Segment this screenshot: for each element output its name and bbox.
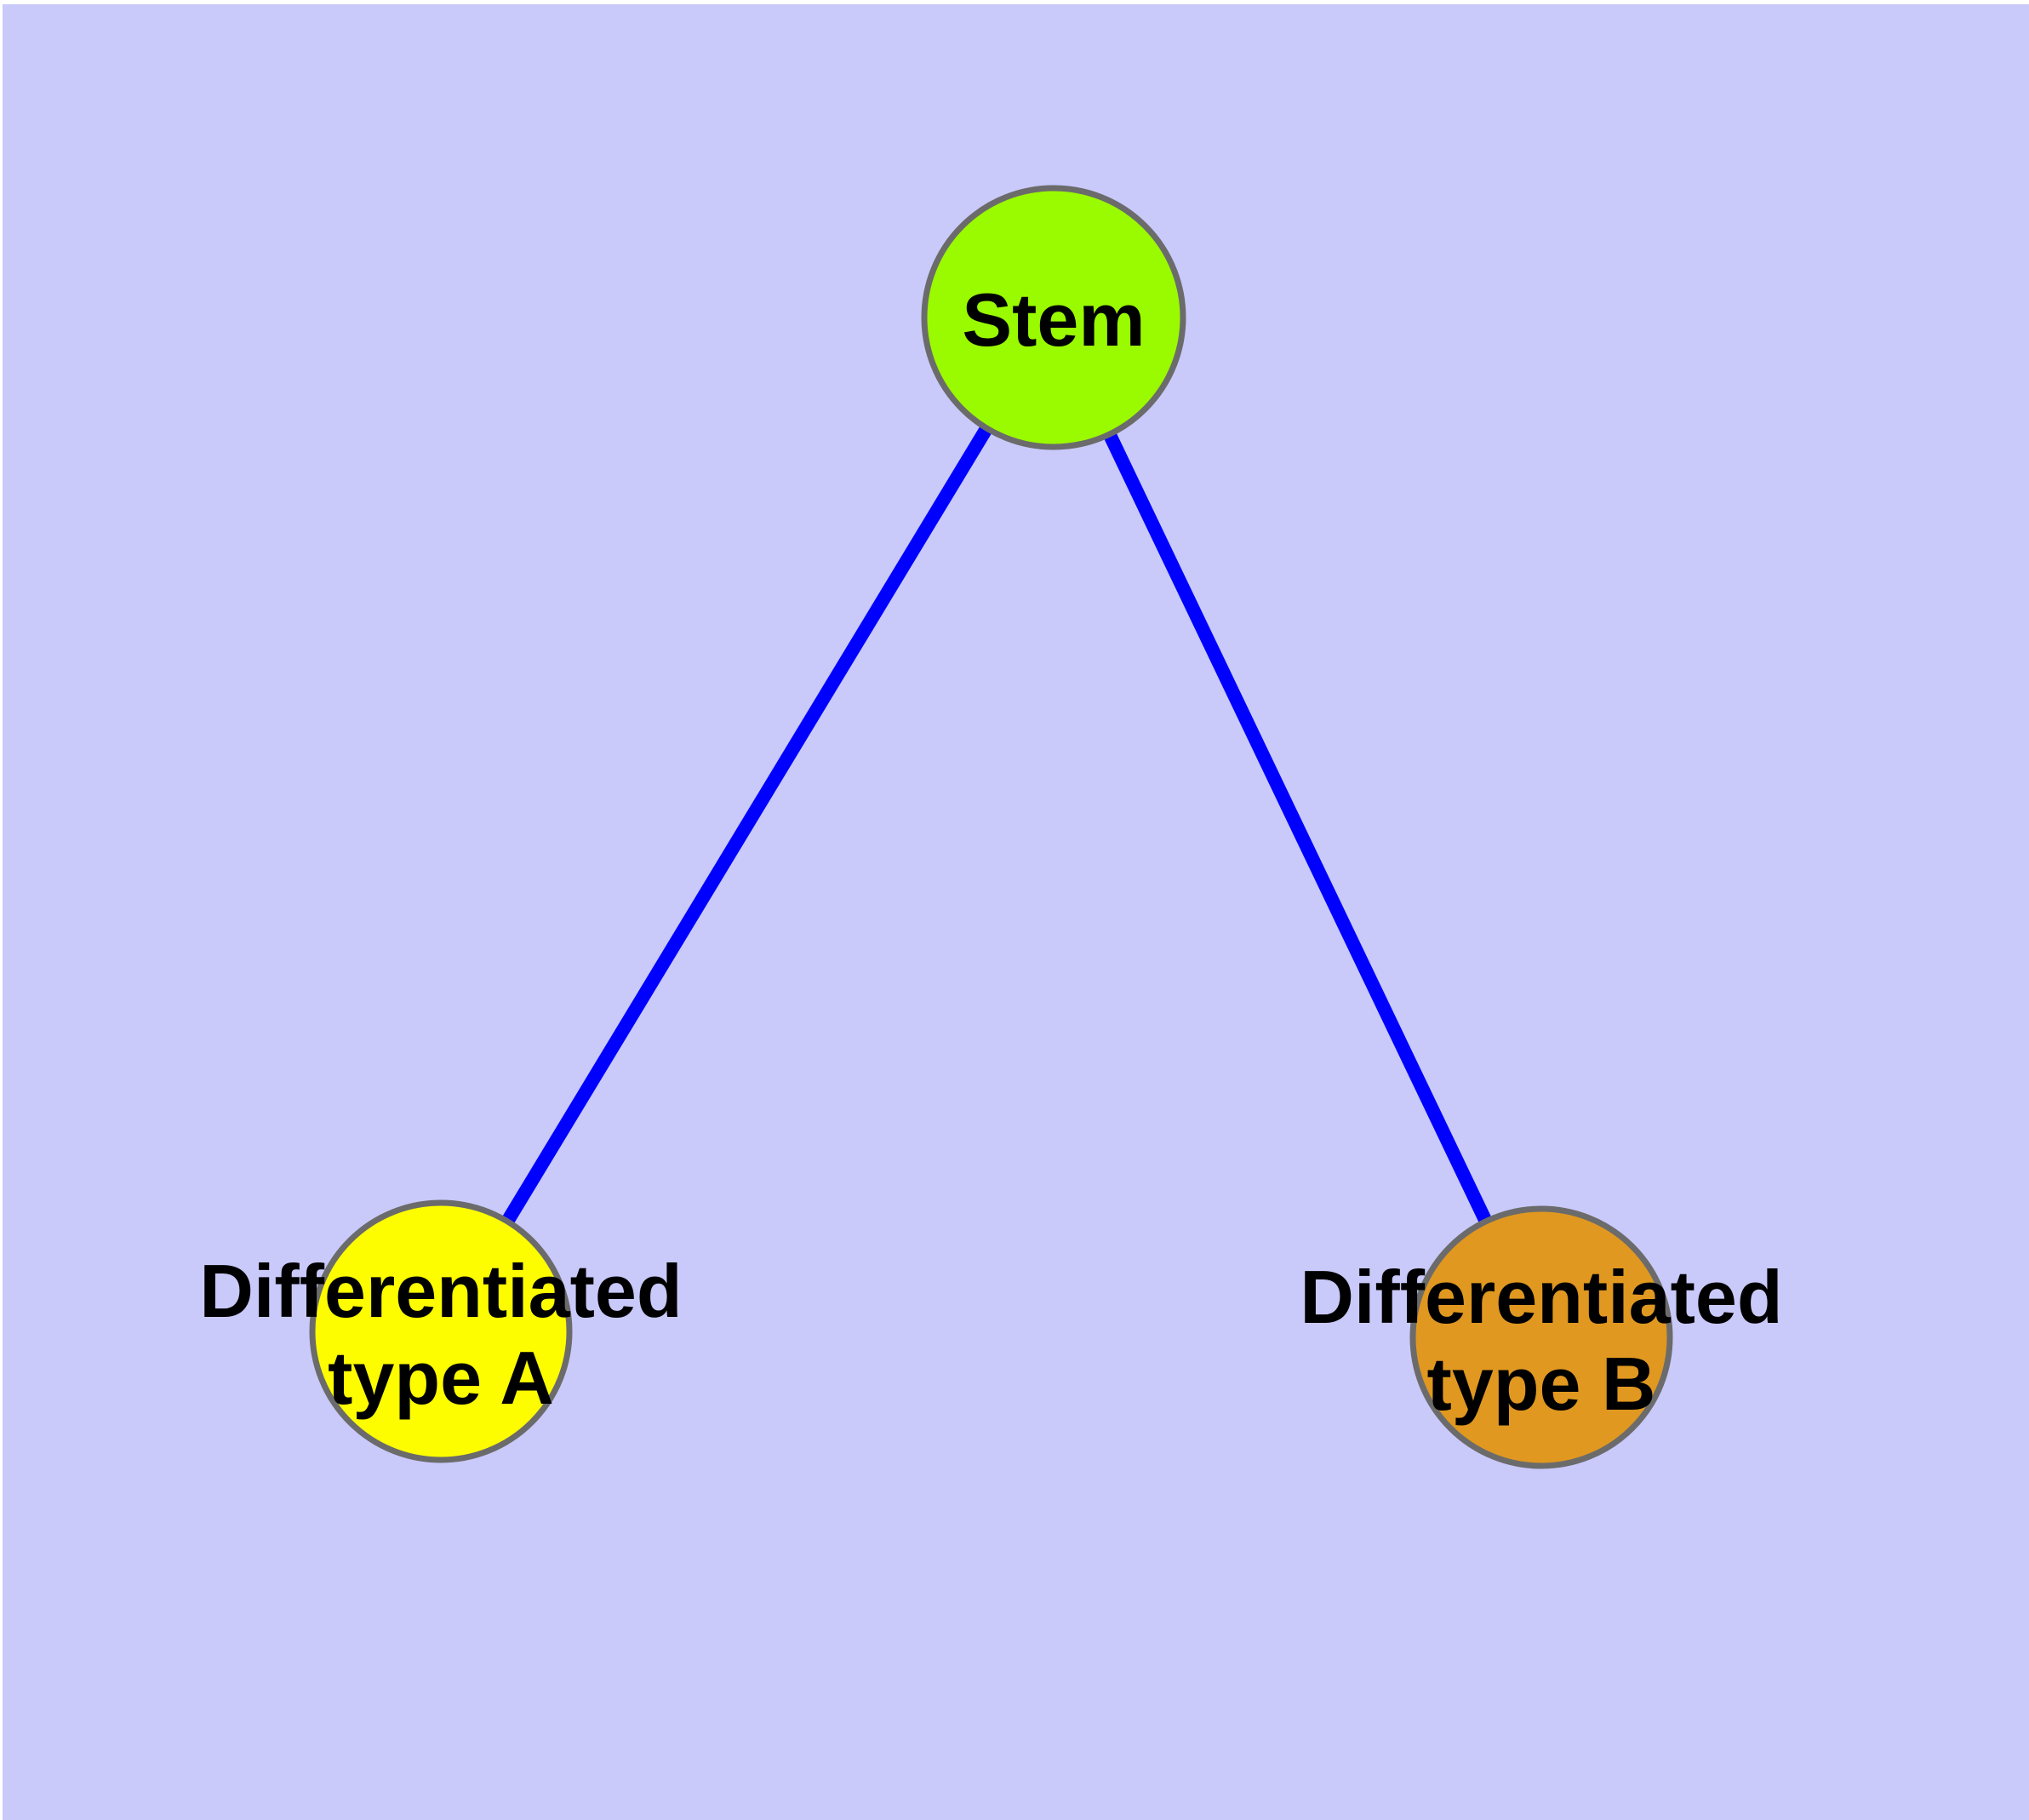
node-type-b bbox=[1409, 1205, 1673, 1469]
node-stem-label: Stem bbox=[962, 278, 1145, 362]
node-stem bbox=[921, 185, 1186, 450]
edge-stem-to-type-a bbox=[435, 313, 1060, 1336]
node-type-a-label-line2: type A bbox=[328, 1336, 554, 1420]
edge-stem-to-type-b bbox=[1047, 314, 1548, 1341]
node-type-b-label-line1: Differentiated bbox=[1300, 1255, 1782, 1339]
node-type-a-label-line1: Differentiated bbox=[199, 1249, 682, 1333]
node-type-b-label-line2: type B bbox=[1427, 1342, 1656, 1426]
node-type-a bbox=[309, 1199, 573, 1463]
